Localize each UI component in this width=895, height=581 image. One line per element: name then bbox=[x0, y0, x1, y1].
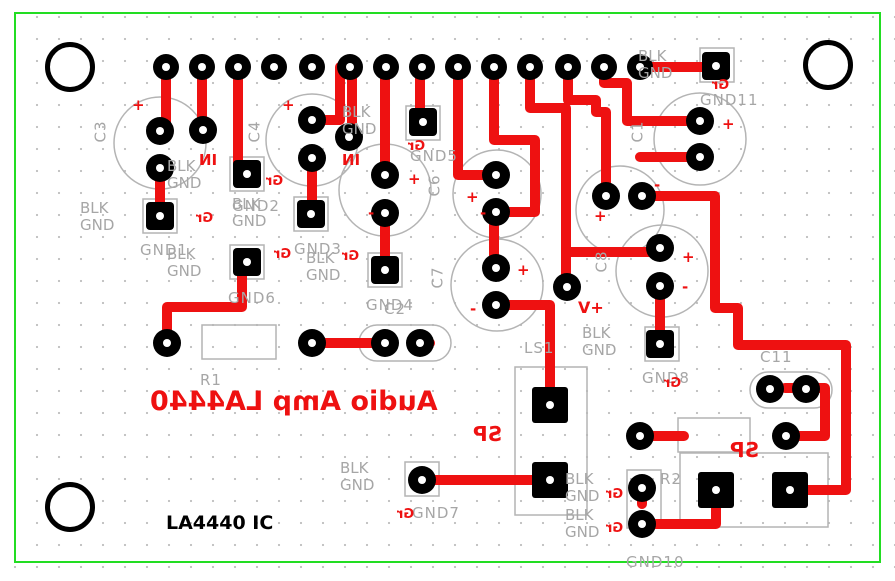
r1-label: R1 bbox=[200, 371, 222, 389]
mounting-hole bbox=[45, 42, 95, 92]
plus-mark: + bbox=[517, 261, 530, 279]
mounting-hole bbox=[45, 482, 95, 532]
header-pads bbox=[153, 54, 653, 80]
c3-label: C3 bbox=[91, 120, 110, 143]
minus-mark: - bbox=[470, 300, 477, 318]
gr-label: Gr bbox=[196, 211, 214, 226]
board-outline bbox=[14, 12, 881, 563]
minus-mark: - bbox=[368, 204, 375, 222]
c11-label: C11 bbox=[760, 348, 793, 366]
gnd11-label: GND11 bbox=[700, 91, 759, 109]
sp-label: SP bbox=[730, 438, 760, 462]
trace bbox=[162, 255, 247, 348]
blk-gnd-label: BLK GND bbox=[232, 195, 267, 230]
board-title: Audio Amp LA4440 bbox=[150, 386, 438, 417]
trace bbox=[563, 62, 611, 201]
gnd7-label: GND7 bbox=[412, 504, 460, 522]
c1-outline bbox=[653, 92, 747, 186]
c8-label: C8 bbox=[592, 250, 611, 273]
blk-gnd-label: BLK GND bbox=[565, 506, 600, 541]
blk-gnd-label: BLK GND bbox=[342, 103, 377, 138]
c6-label: C6 bbox=[425, 174, 444, 197]
gr-label: Gr bbox=[712, 78, 730, 93]
trace bbox=[635, 191, 851, 495]
minus-mark: - bbox=[682, 278, 689, 296]
plus-mark: + bbox=[132, 96, 145, 114]
gnd4-label: GND4 bbox=[366, 296, 414, 314]
gnd3-label: GND3 bbox=[294, 240, 342, 258]
ic-label: LA4440 IC bbox=[166, 512, 274, 534]
gr-label: Gr bbox=[342, 249, 360, 264]
mounting-hole bbox=[803, 40, 853, 90]
gr-label: Gr bbox=[606, 521, 624, 536]
c2-label: C2 bbox=[384, 300, 407, 318]
gnd6-label: GND6 bbox=[228, 289, 276, 307]
plus-mark: + bbox=[408, 170, 421, 188]
minus-mark: - bbox=[654, 176, 661, 194]
blk-gnd-label: BLK GND bbox=[638, 47, 673, 82]
gr-label: Gr bbox=[408, 139, 426, 154]
gnd5-label: GND5 bbox=[410, 147, 458, 165]
ls1-label: LS1 bbox=[524, 339, 555, 357]
speaker-pads bbox=[532, 387, 808, 508]
r2-label: R2 bbox=[660, 470, 682, 488]
plus-mark: + bbox=[594, 207, 607, 225]
minus-mark: - bbox=[480, 204, 487, 222]
c7-label: C7 bbox=[428, 266, 447, 289]
gr-label: Gr bbox=[397, 507, 415, 522]
c4-label: C4 bbox=[245, 120, 264, 143]
trace bbox=[525, 62, 665, 257]
plus-mark: + bbox=[722, 115, 735, 133]
gr-label: Gr bbox=[266, 174, 284, 189]
plus-mark: + bbox=[466, 188, 479, 206]
blk-gnd-label: BLK GND bbox=[80, 199, 115, 234]
gnd8-label: GND8 bbox=[642, 369, 690, 387]
blk-gnd-label: BLK GND bbox=[306, 249, 341, 284]
gr-label: Gr bbox=[274, 247, 292, 262]
gr-label: Gr bbox=[664, 376, 682, 391]
r1-outline bbox=[201, 324, 277, 360]
blk-gnd-label: BLK GND bbox=[340, 459, 375, 494]
silkscreen-layer bbox=[113, 47, 833, 529]
blk-gnd-label: BLK GND bbox=[582, 324, 617, 359]
gnd10-label: GND10 bbox=[626, 553, 685, 571]
gr-label: Gr bbox=[606, 487, 624, 502]
blk-gnd-label: BLK GND bbox=[167, 157, 202, 192]
in-label: IN bbox=[342, 151, 361, 169]
blk-gnd-label: BLK GND bbox=[167, 245, 202, 280]
plus-mark: + bbox=[682, 248, 695, 266]
drill-holes bbox=[156, 62, 810, 528]
gnd2-label: GND2 bbox=[232, 197, 280, 215]
trace bbox=[489, 300, 555, 410]
c1-label: C1 bbox=[628, 120, 647, 143]
plus-mark: + bbox=[282, 96, 295, 114]
blk-gnd-label: BLK GND bbox=[565, 470, 600, 505]
trace bbox=[489, 62, 540, 217]
sp-label: SP bbox=[473, 422, 503, 446]
in-label: IN bbox=[199, 151, 218, 169]
c11-outline bbox=[749, 371, 833, 409]
vplus-label: V+ bbox=[578, 298, 604, 317]
gnd1-label: GND1 bbox=[140, 241, 188, 259]
